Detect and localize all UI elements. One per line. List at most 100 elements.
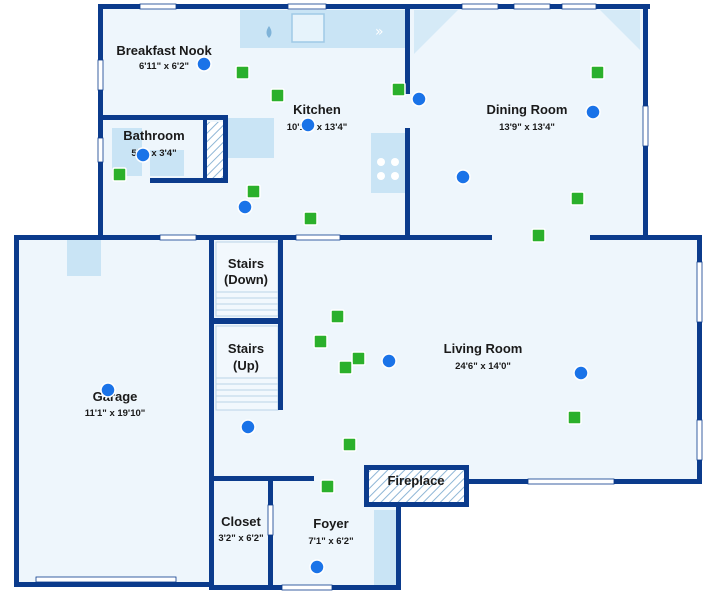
- kitchen-drop-icon: [266, 26, 272, 38]
- stairs-up-name-2: (Up): [233, 358, 259, 373]
- camera-marker-icon[interactable]: [135, 147, 151, 163]
- camera-marker-icon[interactable]: [585, 104, 601, 120]
- wall-fireplace-left: [364, 465, 369, 507]
- photo-marker-icon[interactable]: [351, 351, 366, 366]
- bathroom-toilet: [150, 150, 184, 176]
- stairs-up-name-1: Stairs: [228, 341, 264, 356]
- wall-kitchen-dining-lower: [405, 128, 410, 238]
- garage-shelf: [67, 240, 101, 276]
- living-room-name: Living Room: [444, 341, 523, 356]
- photo-marker-icon[interactable]: [338, 360, 353, 375]
- wall-bath-inner: [203, 120, 207, 180]
- wall-garage-right: [209, 235, 214, 589]
- kitchen-name: Kitchen: [293, 102, 341, 117]
- dishwasher-chevron-icon: »: [375, 24, 384, 40]
- window: [561, 3, 597, 10]
- window: [267, 504, 274, 536]
- photo-marker-icon[interactable]: [303, 211, 318, 226]
- wall-fireplace-bottom: [364, 502, 469, 507]
- window: [696, 261, 703, 323]
- window: [35, 576, 177, 583]
- camera-marker-icon[interactable]: [240, 419, 256, 435]
- window: [97, 59, 104, 91]
- stove: [371, 133, 405, 193]
- window: [287, 3, 327, 10]
- wall-fireplace-top: [364, 465, 469, 470]
- wall-garage-bottom: [14, 582, 214, 587]
- bathroom-dims: 5'1" x 3'4": [131, 148, 176, 159]
- photo-marker-icon[interactable]: [246, 184, 261, 199]
- labels: Breakfast Nook 6'11" x 6'2" Kitchen 10'1…: [85, 43, 568, 547]
- photo-marker-icon[interactable]: [235, 65, 250, 80]
- wall-top: [98, 4, 650, 9]
- stove-burner: [377, 158, 385, 166]
- breakfast-nook-dims: 6'11" x 6'2": [139, 61, 189, 72]
- camera-marker-icon[interactable]: [381, 353, 397, 369]
- wall-mid-a: [196, 235, 296, 240]
- camera-marker-icon[interactable]: [100, 382, 116, 398]
- bathroom-shaft: [207, 122, 223, 178]
- camera-marker-icon[interactable]: [411, 91, 427, 107]
- dining-room-name: Dining Room: [487, 102, 568, 117]
- photo-marker-icon[interactable]: [342, 437, 357, 452]
- breakfast-nook-name: Breakfast Nook: [116, 43, 212, 58]
- dining-corner-cabinet: [600, 10, 640, 50]
- wall-mid-left: [14, 235, 164, 240]
- stairs-down-name-1: Stairs: [228, 256, 264, 271]
- photo-marker-icon[interactable]: [330, 309, 345, 324]
- photo-marker-icon[interactable]: [112, 167, 127, 182]
- window: [281, 584, 333, 591]
- stove-burner: [377, 172, 385, 180]
- wall-stairs-right: [278, 240, 283, 410]
- wall-fireplace-right: [464, 465, 469, 507]
- dining-room-dims: 13'9" x 13'4": [499, 122, 555, 133]
- camera-marker-icon[interactable]: [573, 365, 589, 381]
- camera-marker-icon[interactable]: [196, 56, 212, 72]
- kitchen-dims: 10'11" x 13'4": [287, 122, 348, 133]
- photo-markers: [112, 65, 605, 494]
- fixtures: »: [67, 10, 640, 586]
- windows: [35, 3, 703, 591]
- wall-garage-left: [14, 235, 19, 587]
- dining-corner-cabinet: [414, 10, 458, 54]
- wall-bath-top: [103, 115, 228, 120]
- photo-marker-icon[interactable]: [270, 88, 285, 103]
- foyer-bench: [374, 510, 396, 586]
- camera-marker-icon[interactable]: [309, 559, 325, 575]
- foyer-name: Foyer: [313, 516, 348, 531]
- photo-marker-icon[interactable]: [567, 410, 582, 425]
- photo-marker-icon[interactable]: [313, 334, 328, 349]
- stairs: [215, 241, 279, 411]
- stairs-down-name-2: (Down): [224, 272, 268, 287]
- photo-marker-icon[interactable]: [320, 479, 335, 494]
- photo-marker-icon[interactable]: [391, 82, 406, 97]
- floor-living: [212, 238, 700, 482]
- window: [159, 234, 197, 241]
- window: [139, 3, 177, 10]
- wall-kitchen-dining: [405, 4, 410, 94]
- kitchen-sink: [291, 13, 325, 43]
- kitchen-island: [226, 118, 274, 158]
- photo-marker-icon[interactable]: [590, 65, 605, 80]
- photo-marker-icon[interactable]: [531, 228, 546, 243]
- wall-living-bottom-left: [214, 476, 314, 481]
- window: [295, 234, 341, 241]
- window: [527, 478, 615, 485]
- photo-marker-icon[interactable]: [570, 191, 585, 206]
- camera-marker-icon[interactable]: [237, 199, 253, 215]
- camera-marker-icon[interactable]: [300, 117, 316, 133]
- camera-marker-icon[interactable]: [455, 169, 471, 185]
- closet-name: Closet: [221, 514, 261, 529]
- window: [513, 3, 551, 10]
- fireplace-hatch: [368, 470, 464, 502]
- window: [97, 137, 104, 163]
- floors: [16, 5, 700, 588]
- wall-living-right: [697, 235, 702, 484]
- floor-garage: [16, 238, 212, 582]
- wall-foyer-right: [396, 502, 401, 588]
- living-room-dims: 24'6" x 14'0": [455, 361, 511, 372]
- window: [642, 105, 649, 147]
- foyer-dims: 7'1" x 6'2": [308, 536, 353, 547]
- wall-mid-b: [340, 235, 492, 240]
